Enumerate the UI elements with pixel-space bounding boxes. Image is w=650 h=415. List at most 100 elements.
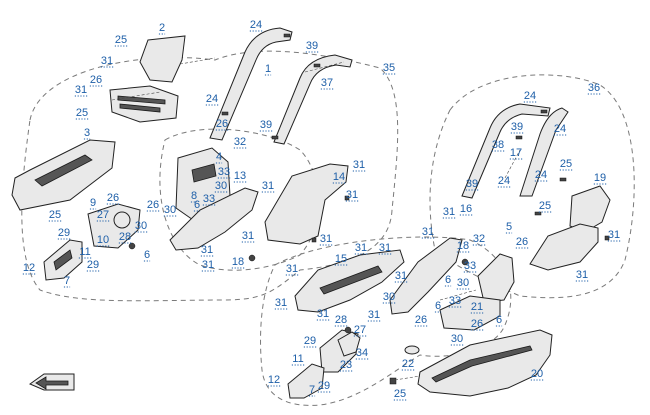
part-callout: 7 (308, 384, 316, 397)
callout-number: 24 (250, 19, 262, 31)
part-callout: 12 (22, 262, 36, 275)
part-callout: 31 (261, 180, 275, 193)
part-17-roll-bar (519, 107, 569, 197)
callout-number: 31 (368, 309, 380, 321)
callout-number: 29 (58, 227, 70, 239)
part-callout: 25 (538, 200, 552, 213)
part-callout: 31 (241, 230, 255, 243)
part-callout: 31 (274, 297, 288, 310)
part-callout: 30 (134, 220, 148, 233)
callout-number: 24 (554, 123, 566, 135)
part-37-roll-bar (273, 54, 353, 145)
part-22-grommet (404, 345, 420, 355)
part-callout: 6 (495, 314, 503, 327)
part-9-bracket (87, 203, 141, 249)
callout-number: 29 (87, 259, 99, 271)
part-callout: 13 (233, 170, 247, 183)
callout-number: 26 (516, 236, 528, 248)
part-39-fastener (515, 135, 523, 140)
callout-number: 26 (415, 314, 427, 326)
part-callout: 29 (317, 380, 331, 393)
part-callout: 36 (587, 82, 601, 95)
part-callout: 27 (96, 209, 110, 222)
part-21-bracket (439, 295, 501, 331)
part-callout: 31 (421, 226, 435, 239)
callout-number: 37 (321, 77, 333, 89)
part-16-side-panel (389, 237, 463, 315)
part-2-upper-cover (139, 35, 186, 83)
callout-number: 30 (164, 204, 176, 216)
part-callout: 33 (202, 193, 216, 206)
callout-number: 35 (383, 62, 395, 74)
callout-number: 31 (75, 84, 87, 96)
part-callout: 29 (57, 227, 71, 240)
callout-number: 7 (64, 275, 70, 287)
part-callout: 26 (89, 74, 103, 87)
callout-number: 18 (232, 256, 244, 268)
part-callout: 30 (456, 277, 470, 290)
callout-number: 33 (449, 295, 461, 307)
callout-number: 30 (383, 291, 395, 303)
callout-number: 39 (466, 178, 478, 190)
part-callout: 30 (382, 291, 396, 304)
part-callout: 7 (63, 275, 71, 288)
callout-number: 31 (262, 180, 274, 192)
callout-number: 27 (97, 209, 109, 221)
part-38-roll-bar (461, 103, 551, 199)
part-39-fastener (271, 135, 279, 140)
callout-number: 9 (90, 197, 96, 209)
part-callout: 24 (249, 19, 263, 32)
callout-number: 32 (473, 233, 485, 245)
part-callout: 22 (401, 358, 415, 371)
callout-number: 26 (147, 199, 159, 211)
callout-number: 24 (524, 90, 536, 102)
callout-number: 6 (496, 314, 502, 326)
callout-number: 30 (451, 333, 463, 345)
part-3-panel-grille (34, 154, 93, 187)
part-callout: 39 (510, 121, 524, 134)
part-31-fastener (311, 237, 317, 243)
part-callout: 12 (267, 374, 281, 387)
part-callout: 25 (393, 388, 407, 401)
callout-number: 26 (107, 192, 119, 204)
callout-number: 15 (335, 253, 347, 265)
part-callout: 25 (559, 158, 573, 171)
part-2-louver-detail (117, 95, 166, 113)
part-callout: 24 (205, 93, 219, 106)
leader-line (179, 57, 216, 65)
part-callout: 38 (491, 139, 505, 152)
part-callout: 39 (305, 40, 319, 53)
part-callout: 31 (367, 309, 381, 322)
callout-number: 33 (203, 193, 215, 205)
part-callout: 10 (96, 234, 110, 247)
part-callout: 35 (382, 62, 396, 75)
part-callout: 6 (444, 274, 452, 287)
callout-number: 31 (355, 242, 367, 254)
part-20-floor-panel-highlight (431, 345, 533, 383)
callout-number: 6 (144, 249, 150, 261)
callout-number: 24 (498, 175, 510, 187)
part-callout: 31 (442, 206, 456, 219)
callout-number: 31 (422, 226, 434, 238)
part-25-fastener (534, 211, 542, 216)
callout-number: 25 (76, 107, 88, 119)
part-callout: 32 (472, 233, 486, 246)
callout-number: 29 (318, 380, 330, 392)
part-callout: 24 (534, 169, 548, 182)
part-callout: 26 (470, 318, 484, 331)
part-callout: 4 (215, 151, 223, 164)
callout-number: 8 (191, 190, 197, 202)
part-28-clip (128, 242, 136, 250)
part-24-fastener (221, 111, 229, 116)
callout-number: 25 (560, 158, 572, 170)
part-24-fastener (283, 33, 291, 38)
callout-number: 30 (135, 220, 147, 232)
callout-number: 33 (218, 166, 230, 178)
callout-number: 31 (608, 229, 620, 241)
part-callout: 26 (106, 192, 120, 205)
leader-line (394, 375, 421, 381)
part-callout: 28 (334, 314, 348, 327)
part-callout: 23 (339, 359, 353, 372)
part-callout: 24 (497, 175, 511, 188)
